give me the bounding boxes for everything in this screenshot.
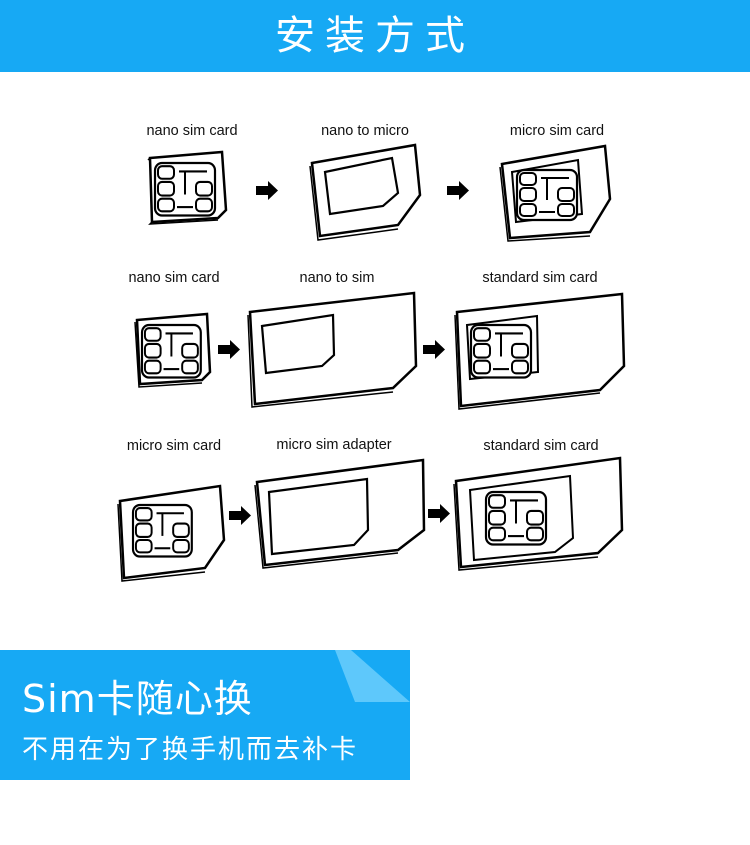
micro-sim-card-1 — [499, 144, 612, 242]
banner-title: Sim卡随心换 — [22, 677, 253, 721]
nano-sim-card-2 — [134, 312, 212, 388]
row3-label-2: micro sim adapter — [276, 437, 392, 453]
banner-fold-corner — [335, 650, 410, 708]
banner-subtitle: 不用在为了换手机而去补卡 — [22, 735, 359, 765]
row2-label-1: nano sim card — [128, 270, 220, 286]
header-title: 安装方式 — [275, 13, 475, 59]
nano-sim-card-1 — [147, 150, 228, 225]
arrow-icon — [256, 181, 278, 200]
row1-label-3: micro sim card — [509, 123, 605, 139]
arrow-icon — [447, 181, 469, 200]
nano-to-sim-adapter — [247, 291, 418, 408]
row2-label-3: standard sim card — [482, 270, 598, 286]
arrow-icon — [229, 506, 251, 525]
arrow-icon — [218, 340, 240, 359]
row2-label-2: nano to sim — [299, 270, 375, 286]
row3-label-1: micro sim card — [126, 438, 222, 454]
micro-sim-adapter — [254, 458, 426, 569]
row1-label-1: nano sim card — [146, 123, 238, 139]
standard-sim-card-1 — [454, 292, 626, 410]
nano-to-micro-adapter — [309, 143, 422, 241]
row1-label-2: nano to micro — [321, 123, 409, 139]
micro-sim-card-2 — [117, 484, 226, 582]
standard-sim-card-2 — [453, 456, 624, 571]
header-bar: 安装方式 — [0, 0, 750, 72]
arrow-icon — [428, 504, 450, 523]
row3-label-3: standard sim card — [483, 438, 599, 454]
arrow-icon — [423, 340, 445, 359]
